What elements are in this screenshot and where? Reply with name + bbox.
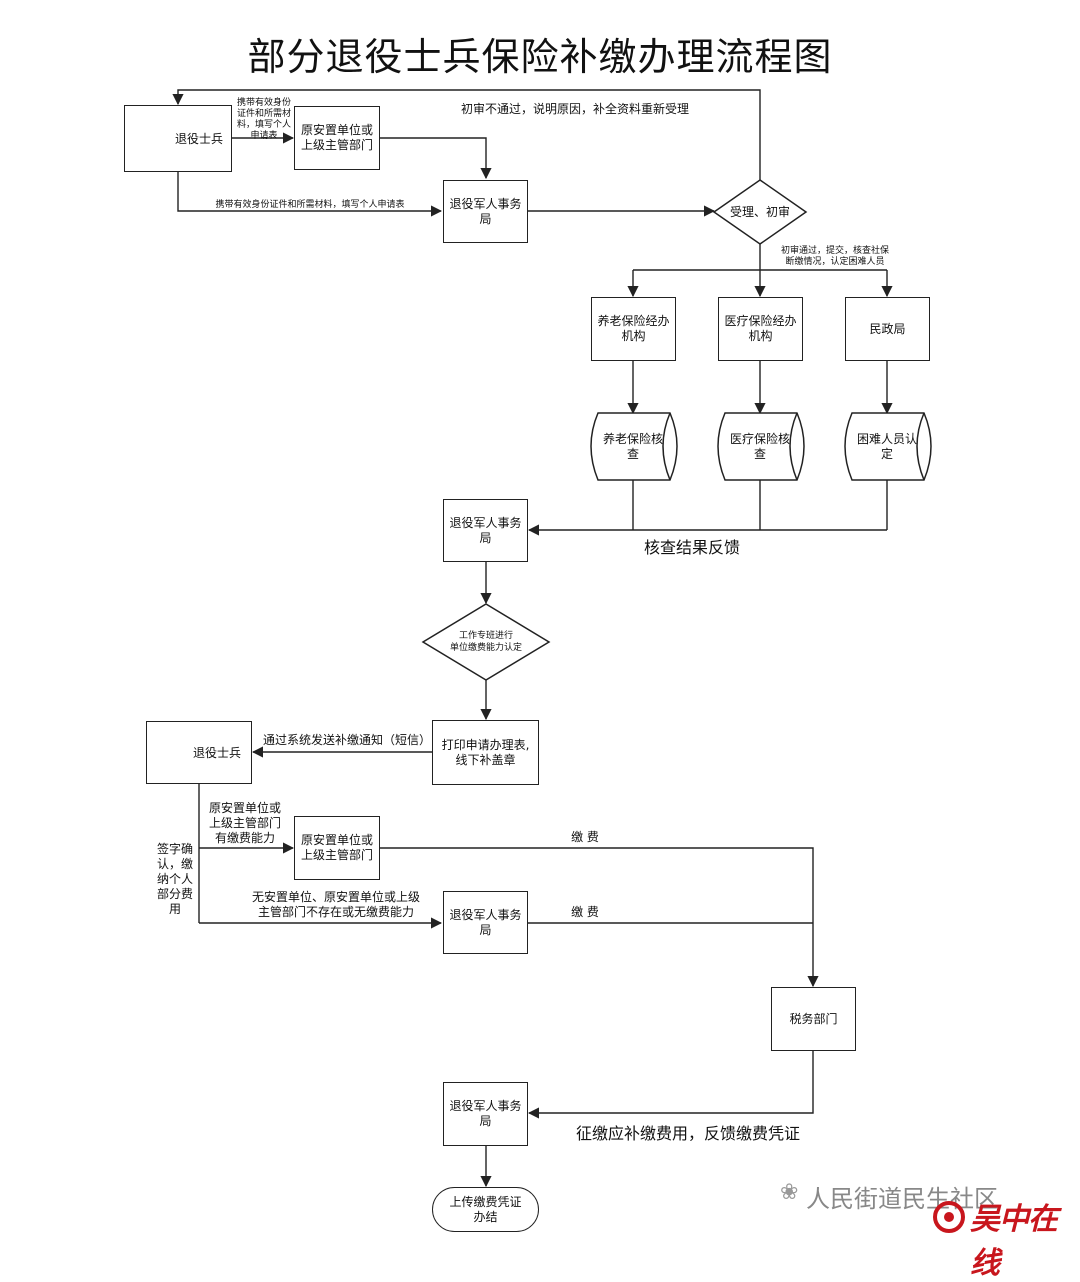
civil-affairs-node: 民政局 [845,297,930,361]
upload-terminal-node: 上传缴费凭证 办结 [432,1187,539,1232]
team-assess-diamond-shape [421,603,551,681]
label-no-ability: 无安置单位、原安置单位或上级 主管部门不存在或无缴费能力 [251,890,420,919]
team-assess-diamond: 工作专班进行 单位缴费能力认定 [449,631,522,653]
flow-connectors [138,89,932,1188]
accept-diamond: 受理、初审 [729,204,790,219]
pension-agency-node: 养老保险经办 机构 [591,297,676,361]
label-feedback: 核查结果反馈 [643,538,740,557]
person-icons [138,117,178,770]
bureau-node-2: 退役军人事务 局 [443,499,528,562]
brand-logo-icon [933,1201,965,1233]
soldier-label-1: 退役士兵 [175,132,224,146]
soldier-node-1: 退役士兵 [124,105,232,172]
orig-unit-node-1: 原安置单位或 上级主管部门 [294,106,380,170]
tax-node: 税务部门 [771,987,856,1051]
soldier-label-2: 退役士兵 [193,746,242,760]
arrow-soldier-to-bureau [177,172,443,217]
medical-agency-node: 医疗保险经办 机构 [718,297,803,361]
label-carry-form-small: 携带有效身份 证件和所需材 料，填写个人 申请表 [236,98,291,141]
wechat-icon: ❀ [780,1180,799,1205]
orig-unit-node-2: 原安置单位或 上级主管部门 [294,816,380,880]
label-carry-form-long: 携带有效身份证件和所需材料，填写个人申请表 [215,200,405,210]
bureau-node-1: 退役军人事务 局 [443,180,528,243]
bureau-node-3: 退役军人事务 局 [443,891,528,954]
label-pay-2: 缴 费 [571,905,599,919]
label-has-ability: 原安置单位或 上级主管部门 有缴费能力 [208,801,281,845]
label-reject: 初审不通过，说明原因，补全资料重新受理 [460,102,689,116]
bureau-node-4: 退役军人事务 局 [443,1082,528,1146]
watermark-text: 人民街道民生社区 [806,1185,998,1213]
label-pass: 初审通过，提交，核查社保 断缴情况，认定困难人员 [780,246,889,267]
label-collect: 征缴应补缴费用，反馈缴费凭证 [575,1124,800,1143]
arrow-pay1 [380,847,819,988]
medical-check-node: 医疗保险核 查 [729,431,790,461]
label-pay-1: 缴 费 [571,830,599,844]
brand-name: 吴中在线 [970,1202,1058,1281]
label-sms: 通过系统发送补缴通知（短信） [262,733,431,747]
print-form-node: 打印申请办理表, 线下补盖章 [432,720,539,785]
hardship-check-node: 困难人员认 定 [856,431,917,461]
arrow-unit-to-bureau [380,137,492,180]
arrow-reject-loop [172,89,761,180]
accept-diamond-shape [712,179,808,245]
arrow-collect [527,1051,814,1119]
pension-check-node: 养老保险核 查 [602,431,663,461]
soldier-node-2: 退役士兵 [146,721,252,784]
page-title: 部分退役士兵保险补缴办理流程图 [247,35,833,79]
label-sign: 签字确 认，缴 纳个人 部分费 用 [156,842,193,916]
